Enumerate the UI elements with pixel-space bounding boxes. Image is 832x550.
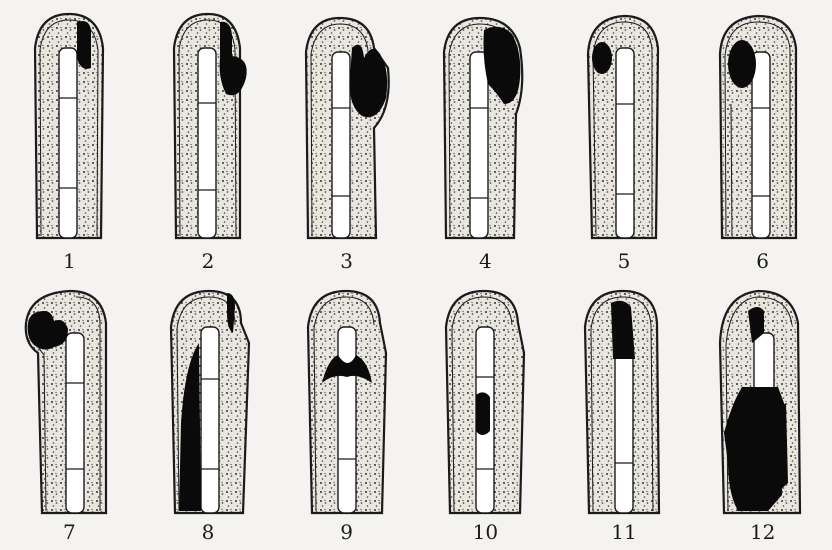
figure-2: 2 xyxy=(139,0,278,275)
figure-1: 1 xyxy=(0,0,139,275)
finger-section-6-drawing xyxy=(708,8,818,248)
figure-label: 1 xyxy=(0,249,139,273)
figure-label: 4 xyxy=(416,249,555,273)
figure-9: 9 xyxy=(277,275,416,550)
figure-label: 10 xyxy=(416,520,555,544)
figure-label: 3 xyxy=(277,249,416,273)
finger-section-3-drawing xyxy=(292,8,402,248)
figure-10: 10 xyxy=(416,275,555,550)
finger-section-1-drawing xyxy=(19,8,119,248)
finger-section-4-drawing xyxy=(430,8,540,248)
figure-label: 5 xyxy=(555,249,694,273)
finger-section-2-drawing xyxy=(158,8,258,248)
figure-3: 3 xyxy=(277,0,416,275)
figure-label: 8 xyxy=(139,520,278,544)
figure-label: 12 xyxy=(693,520,832,544)
finger-section-8-drawing xyxy=(153,283,263,523)
figure-label: 2 xyxy=(139,249,278,273)
figure-label: 11 xyxy=(555,520,694,544)
finger-section-9-drawing xyxy=(292,283,402,523)
finger-section-10-drawing xyxy=(430,283,540,523)
figure-label: 9 xyxy=(277,520,416,544)
figure-11: 11 xyxy=(555,275,694,550)
finger-section-11-drawing xyxy=(569,283,679,523)
figure-7: 7 xyxy=(0,275,139,550)
finger-section-7-drawing xyxy=(14,283,124,523)
finger-section-5-drawing xyxy=(574,8,674,248)
figure-12: 12 xyxy=(693,275,832,550)
figure-4: 4 xyxy=(416,0,555,275)
finger-section-12-drawing xyxy=(708,283,818,523)
figure-label: 7 xyxy=(0,520,139,544)
figure-5: 5 xyxy=(555,0,694,275)
figure-8: 8 xyxy=(139,275,278,550)
figure-label: 6 xyxy=(693,249,832,273)
figure-6: 6 xyxy=(693,0,832,275)
